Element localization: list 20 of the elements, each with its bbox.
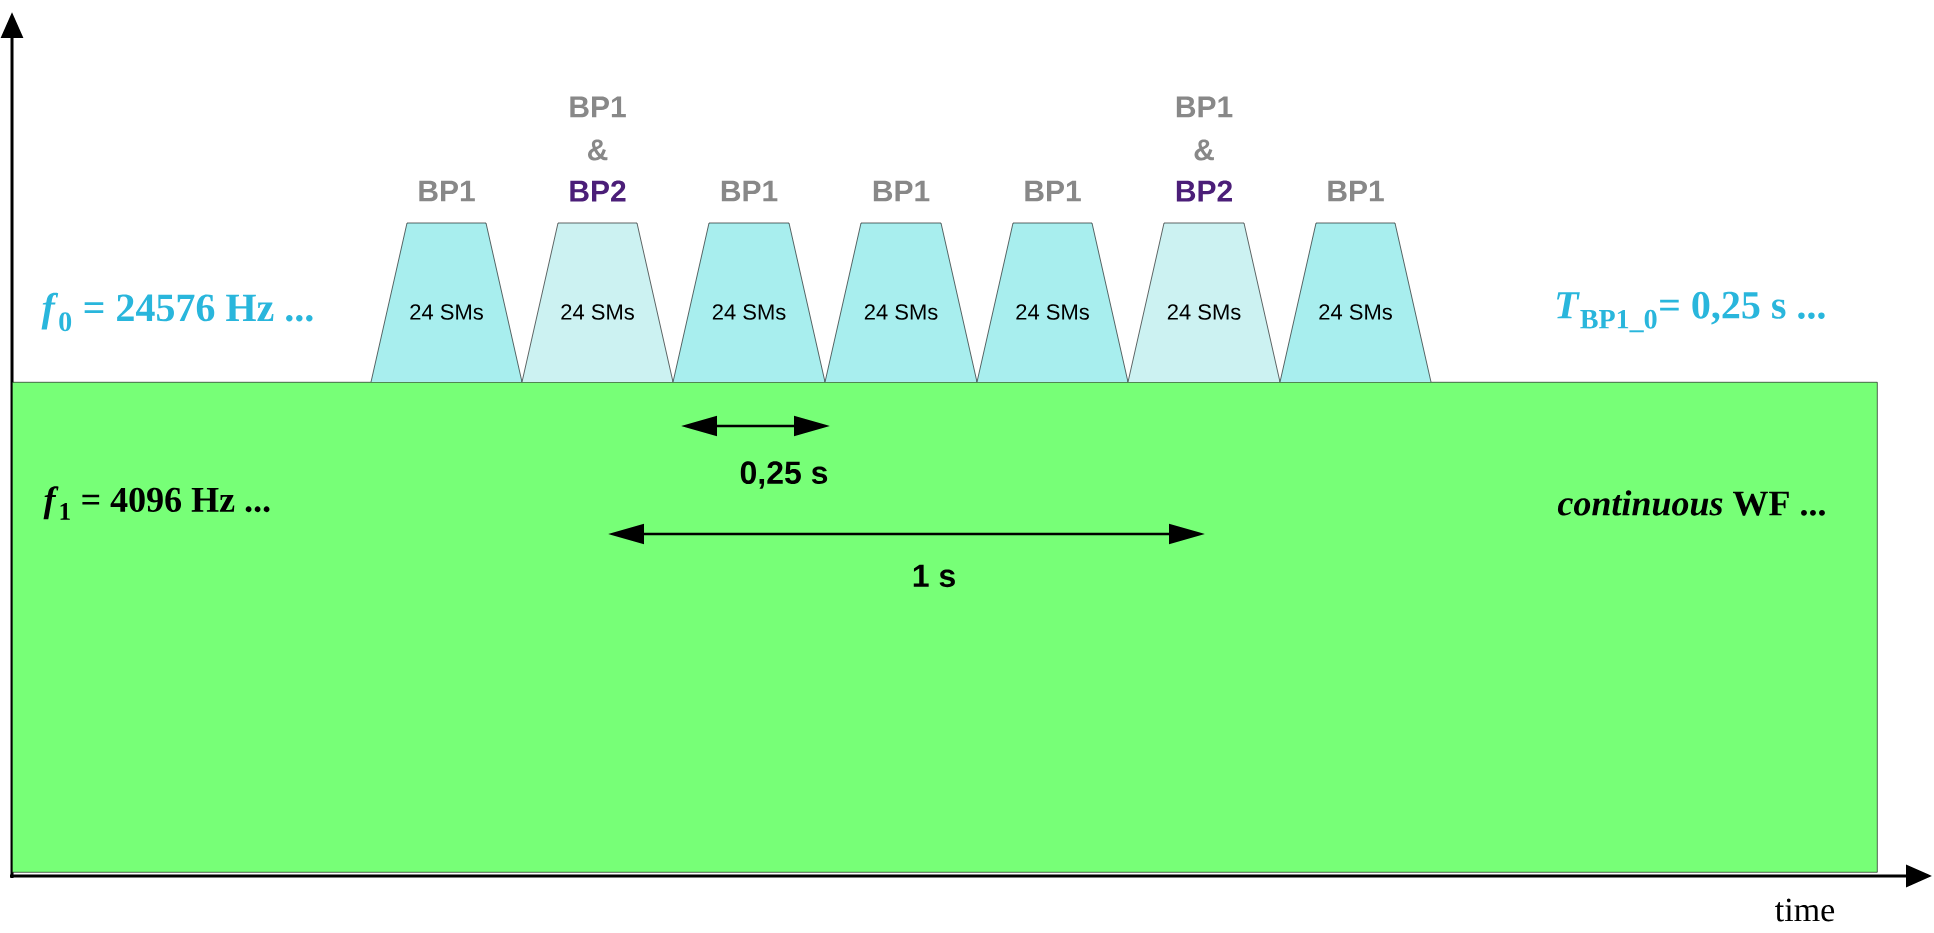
node-label: BP1 bbox=[1025, 180, 1081, 202]
node-label: BP1 bbox=[419, 180, 475, 202]
frequency-label: f$_{0}$ = 24576 Hz ... bbox=[41, 292, 313, 332]
trapezoid-block: BP1 24 SMs bbox=[672, 180, 826, 383]
node-label: BP1 bbox=[873, 180, 930, 202]
node-label: BP2 bbox=[1176, 180, 1232, 202]
node-label: BP1 bbox=[1328, 180, 1384, 202]
dimension-label: 0,25 s bbox=[740, 461, 828, 489]
node-label: BP2 bbox=[570, 180, 626, 202]
node-label: BP1 & bbox=[1176, 96, 1233, 161]
dimension-label: 1 s bbox=[913, 564, 955, 588]
trapezoid-block: BP1 24 SMs bbox=[1279, 180, 1432, 383]
node-label: BP1 bbox=[721, 180, 778, 202]
trapezoid-block: BP1 24 SMs bbox=[824, 180, 978, 383]
trapezoid-block: BP1 24 SMs bbox=[976, 180, 1129, 383]
trapezoid-block: BP1 & BP2 24 SMs bbox=[1127, 96, 1281, 383]
node-label: BP1 & bbox=[570, 96, 626, 161]
trapezoid-block: BP1 & BP2 24 SMs bbox=[521, 96, 674, 383]
trapezoid-block: BP1 24 SMs bbox=[370, 180, 523, 383]
period-label: T$_{BP1_0}$= 0,25 s ... bbox=[1557, 291, 1825, 333]
